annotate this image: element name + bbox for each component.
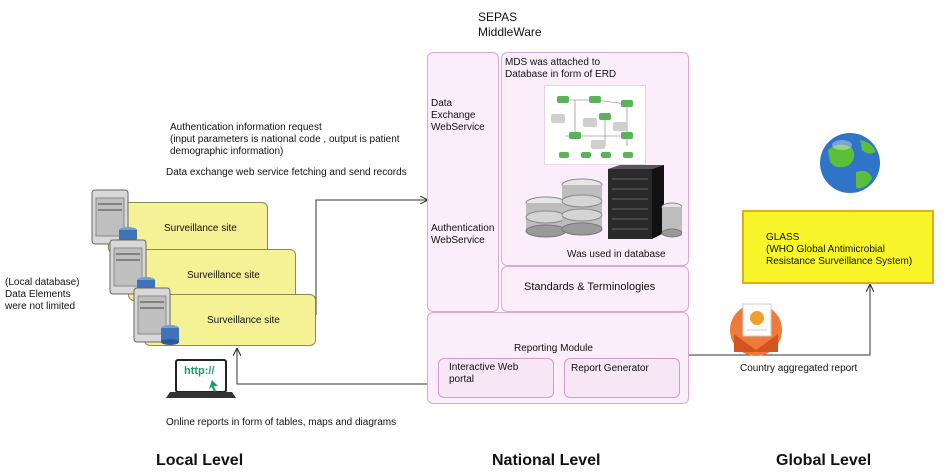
database-servers-image	[522, 165, 682, 243]
db-used-note: Was used in database	[567, 249, 666, 260]
webservice-panel: Data Exchange WebService Authentication …	[427, 52, 499, 312]
authentication-webservice: Authentication WebService	[431, 223, 495, 246]
surveillance-site-label: Surveillance site	[164, 222, 237, 234]
http-label: http://	[184, 365, 215, 377]
national-level-label: National Level	[492, 452, 601, 469]
interactive-portal-box: Interactive Web portal	[438, 358, 554, 398]
server-icon	[133, 287, 179, 345]
reporting-module: Reporting Module Interactive Web portal …	[427, 312, 689, 404]
mds-note: MDS was attached to Database in form of …	[505, 57, 617, 80]
report-generator-box: Report Generator	[564, 358, 680, 398]
local-level-label: Local Level	[156, 452, 244, 469]
country-report-arrow	[688, 285, 870, 356]
surveillance-site-3: Surveillance site	[144, 294, 316, 346]
sepas-subtitle: MiddleWare	[478, 25, 542, 39]
sepas-title: SEPAS	[478, 10, 518, 24]
online-reports-note: Online reports in form of tables, maps a…	[166, 417, 397, 428]
email-report-icon	[730, 303, 782, 356]
glass-label: GLASS (WHO Global Antimicrobial Resistan…	[766, 232, 913, 267]
data-exchange-note: Data exchange web service fetching and s…	[166, 167, 407, 178]
data-exchange-webservice: Data Exchange WebService	[431, 98, 485, 133]
portal-return-arrow	[237, 349, 437, 385]
country-report-label: Country aggregated report	[740, 363, 858, 374]
laptop-icon	[166, 359, 236, 398]
auth-request-note: Authentication information request (inpu…	[170, 122, 400, 157]
server-icon	[91, 189, 137, 247]
surveillance-site-label: Surveillance site	[187, 269, 260, 281]
interactive-portal-label: Interactive Web portal	[449, 362, 519, 385]
local-db-note: (Local database) Data Elements were not …	[5, 277, 80, 312]
globe-icon	[820, 133, 880, 193]
standards-label: Standards & Terminologies	[524, 281, 656, 293]
reporting-module-label: Reporting Module	[514, 343, 593, 354]
server-icon	[109, 239, 155, 297]
report-generator-label: Report Generator	[571, 363, 649, 374]
glass-box: GLASS (WHO Global Antimicrobial Resistan…	[742, 210, 934, 284]
data-exchange-arrow	[315, 200, 427, 315]
database-panel: MDS was attached to Database in form of …	[501, 52, 689, 266]
surveillance-site-label: Surveillance site	[207, 314, 280, 326]
surveillance-site-2: Surveillance site	[128, 249, 296, 301]
standards-box: Standards & Terminologies	[501, 266, 689, 312]
erd-diagram-image	[544, 85, 646, 165]
global-level-label: Global Level	[776, 452, 872, 469]
